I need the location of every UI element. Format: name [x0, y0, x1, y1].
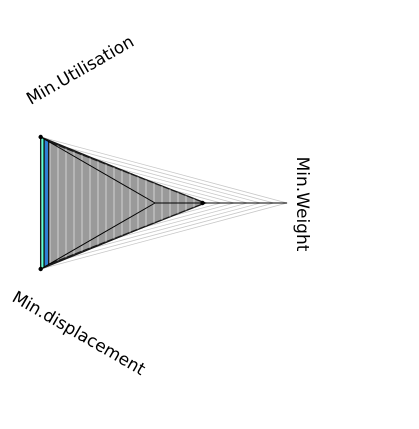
- series-polygons: [39, 135, 208, 271]
- axis-lines: [38, 134, 287, 272]
- axis-label-min-displacement: Min.displacement: [8, 287, 148, 380]
- axis-line-1: [40, 136, 156, 204]
- series-hatch-3: [48, 141, 206, 265]
- axis-line-3: [40, 202, 156, 270]
- axis-label-min-weight: Min.Weight: [292, 157, 312, 252]
- vertex-marker-2: [200, 200, 205, 206]
- vertex-marker-3: [38, 266, 43, 272]
- vertex-marker-1: [38, 134, 43, 140]
- axis-label-min-utilisation: Min.Utilisation: [23, 32, 138, 110]
